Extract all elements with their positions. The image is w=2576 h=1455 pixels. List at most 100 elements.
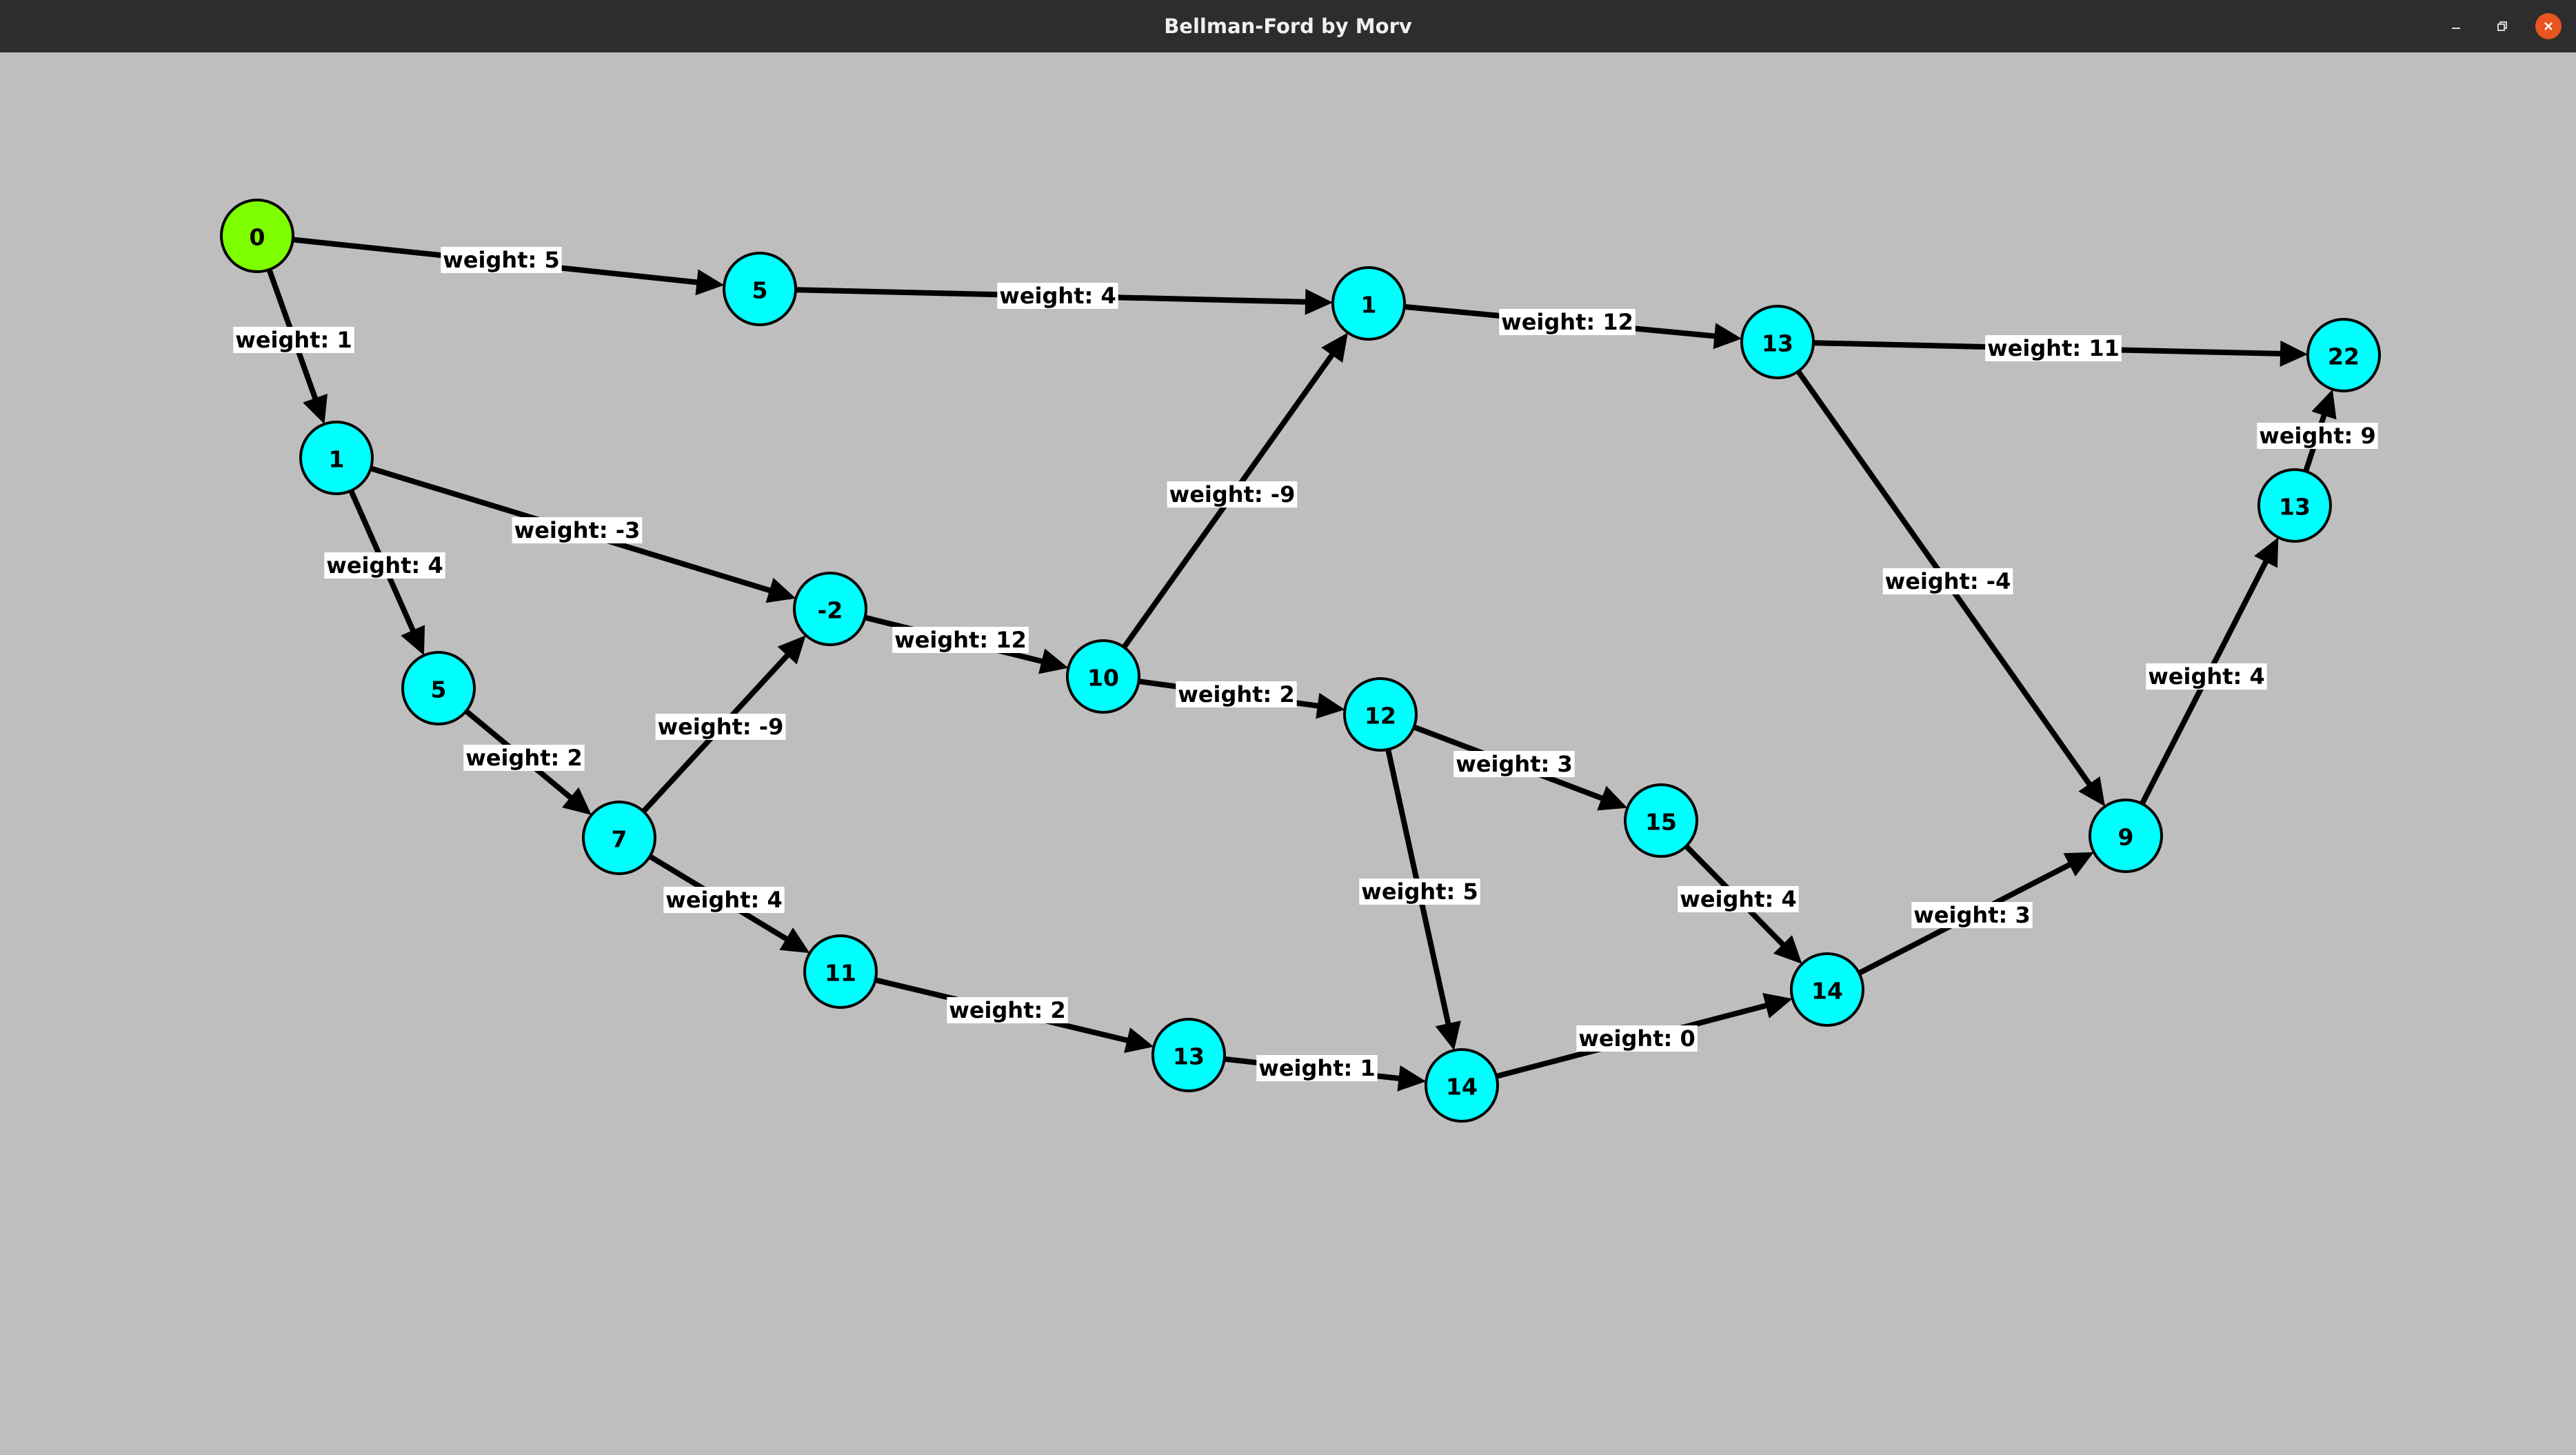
node-circle[interactable] (2089, 799, 2163, 873)
edge-label-background (2257, 423, 2378, 449)
edge-label-text: weight: 4 (999, 283, 1116, 309)
edge-label-text: weight: 4 (326, 552, 443, 579)
graph-node[interactable]: 10 (1066, 639, 1140, 714)
node-circle[interactable] (793, 572, 867, 646)
arrow-head (2280, 340, 2308, 367)
edge-label-text: weight: 5 (1361, 879, 1478, 905)
minimize-icon (2452, 28, 2460, 29)
edge-label-background (1499, 309, 1636, 335)
node-circle[interactable] (401, 651, 476, 725)
close-button[interactable] (2535, 13, 2562, 39)
node-circle[interactable] (803, 934, 878, 1009)
edge-label-background (1256, 1055, 1378, 1081)
node-distance-label: -2 (818, 597, 843, 624)
graph-node[interactable]: -2 (793, 572, 867, 646)
graph-node[interactable]: 13 (1740, 305, 1815, 379)
arrow-head (1305, 288, 1334, 315)
edge-label-text: weight: 5 (443, 247, 559, 273)
graph-node[interactable]: 13 (1151, 1018, 1226, 1092)
node-circle[interactable] (2306, 318, 2381, 392)
restore-icon (2497, 21, 2507, 31)
edge-label-text: weight: 3 (1913, 902, 2030, 928)
node-circle[interactable] (1151, 1018, 1226, 1092)
arrow-head (777, 635, 806, 665)
edge-label-text: weight: 2 (465, 745, 582, 771)
edge-label-background (441, 247, 562, 273)
node-distance-label: 13 (1762, 330, 1793, 357)
graph-node[interactable]: 14 (1425, 1048, 1499, 1123)
graph-node[interactable]: 1 (299, 421, 374, 495)
arrow-head (1435, 1021, 1461, 1051)
edge-label-background (1985, 335, 2122, 361)
edge-label-text: weight: 2 (949, 997, 1065, 1023)
graph-node[interactable]: 12 (1343, 677, 1418, 752)
edge-label-background (2146, 663, 2267, 690)
edge-label-background (233, 327, 354, 353)
edge-weight-label: weight: 12 (892, 627, 1029, 653)
node-circle[interactable] (220, 199, 294, 273)
arrow-head (2063, 852, 2094, 877)
graph-node[interactable]: 9 (2089, 799, 2163, 873)
node-distance-label: 12 (1365, 703, 1396, 730)
node-distance-label: 22 (2328, 343, 2359, 370)
graph-node[interactable]: 11 (803, 934, 878, 1009)
node-distance-label: 13 (1173, 1043, 1205, 1070)
edge-weight-label: weight: 9 (2257, 423, 2378, 449)
graph-node[interactable]: 15 (1624, 783, 1698, 858)
arrow-head (1713, 323, 1742, 350)
node-circle[interactable] (723, 252, 797, 326)
graph-node[interactable]: 5 (401, 651, 476, 725)
graph-node[interactable]: 22 (2306, 318, 2381, 392)
arrow-head (1773, 935, 1802, 964)
edge-label-text: weight: 12 (894, 627, 1027, 653)
node-circle[interactable] (299, 421, 374, 495)
node-circle[interactable] (1066, 639, 1140, 714)
edge-weight-label: weight: 2 (1176, 681, 1297, 708)
close-icon (2544, 22, 2553, 30)
node-distance-label: 7 (612, 826, 627, 853)
graph-canvas[interactable]: weight: 5 weight: 4 weight: 12 weight: 11 we… (0, 52, 2576, 1455)
restore-button[interactable] (2489, 13, 2515, 39)
arrow-head (1316, 692, 1345, 719)
graph-node[interactable]: 14 (1790, 952, 1864, 1027)
edge-weight-label: weight: -4 (1882, 568, 2013, 594)
edge-label-text: weight: -4 (1885, 568, 2011, 594)
graph-node[interactable]: 13 (2257, 468, 2332, 543)
node-circle[interactable] (1624, 783, 1698, 858)
node-circle[interactable] (1425, 1048, 1499, 1123)
node-distance-label: 5 (431, 676, 447, 703)
arrow-head (1038, 648, 1069, 674)
edge-label-text: weight: -3 (514, 517, 641, 543)
edge-label-background (1176, 681, 1297, 708)
graph-node[interactable]: 7 (582, 801, 656, 875)
arrow-head (1762, 992, 1793, 1018)
node-circle[interactable] (1740, 305, 1815, 379)
arrow-head (2311, 389, 2337, 420)
edge-weight-label: weight: -3 (512, 517, 643, 543)
edge-label-background (324, 552, 445, 579)
edge-label-background (463, 745, 585, 771)
node-circle[interactable] (1331, 266, 1406, 341)
edge-label-background (1882, 568, 2013, 594)
arrow-head (1397, 1065, 1427, 1092)
edge-weight-label: weight: 4 (997, 283, 1118, 309)
arrow-head (2254, 537, 2279, 568)
node-circle[interactable] (1790, 952, 1864, 1027)
edge-weight-label: weight: 12 (1499, 309, 1636, 335)
edge-label-text: weight: 0 (1578, 1025, 1695, 1052)
edge-weight-label: weight: 2 (947, 997, 1068, 1023)
title-bar[interactable]: Bellman-Ford by Morv (0, 0, 2576, 53)
edge-weight-label: weight: 11 (1985, 335, 2122, 361)
minimize-button[interactable] (2443, 13, 2469, 39)
edge-label-background (947, 997, 1068, 1023)
edge-label-background (1911, 902, 2033, 928)
node-circle[interactable] (1343, 677, 1418, 752)
source-node[interactable]: 0 (220, 199, 294, 273)
graph-node[interactable]: 1 (1331, 266, 1406, 341)
graph-node[interactable]: 5 (723, 252, 797, 326)
node-circle[interactable] (582, 801, 656, 875)
edge-label-background (663, 887, 785, 913)
node-circle[interactable] (2257, 468, 2332, 543)
edge-label-background (655, 714, 786, 740)
